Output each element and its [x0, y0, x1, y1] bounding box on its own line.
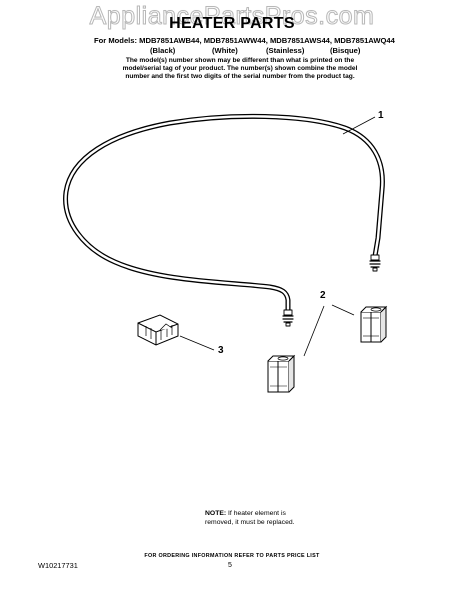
callout-1: 1	[378, 110, 384, 121]
document-number: W10217731	[38, 561, 78, 570]
callout-2: 2	[320, 290, 326, 301]
model-note-line-1: The model(s) number shown may be differe…	[125, 57, 355, 64]
color-label-bisque: (Bisque)	[330, 46, 361, 55]
callout-leaders	[179, 116, 376, 357]
page-title: HEATER PARTS	[169, 15, 295, 32]
hex-nut-upper	[360, 305, 388, 343]
model-note-line-3: number and the first two digits of the s…	[125, 73, 355, 80]
hex-nut-lower	[267, 354, 296, 393]
model-note-line-2: model/serial tag of your product. The nu…	[122, 65, 358, 72]
model-note: The model(s) number shown may be differe…	[100, 57, 380, 81]
watermark: AppliancePartsPros.com	[89, 2, 375, 31]
heater-note-line-1: If heater element is	[228, 510, 286, 517]
heater-note: NOTE: If heater element is removed, it m…	[205, 509, 295, 527]
leader-2b	[331, 304, 355, 316]
heater-note-line-2: removed, it must be replaced.	[205, 519, 295, 526]
leader-2a	[303, 305, 325, 357]
color-label-white: (White)	[212, 46, 238, 55]
color-label-stainless: (Stainless)	[266, 46, 305, 55]
ordering-info: FOR ORDERING INFORMATION REFER TO PARTS …	[144, 553, 320, 559]
leader-1	[342, 116, 376, 135]
color-label-black: (Black)	[150, 46, 176, 55]
callout-3: 3	[218, 345, 224, 356]
terminal-clip	[137, 314, 179, 346]
heater-note-label: NOTE:	[205, 510, 227, 517]
heater-element-illustration	[63, 113, 385, 327]
models-line: For Models: MDB7851AWB44, MDB7851AWW44, …	[94, 36, 395, 45]
leader-3	[179, 335, 215, 351]
page-number: 5	[228, 562, 232, 569]
